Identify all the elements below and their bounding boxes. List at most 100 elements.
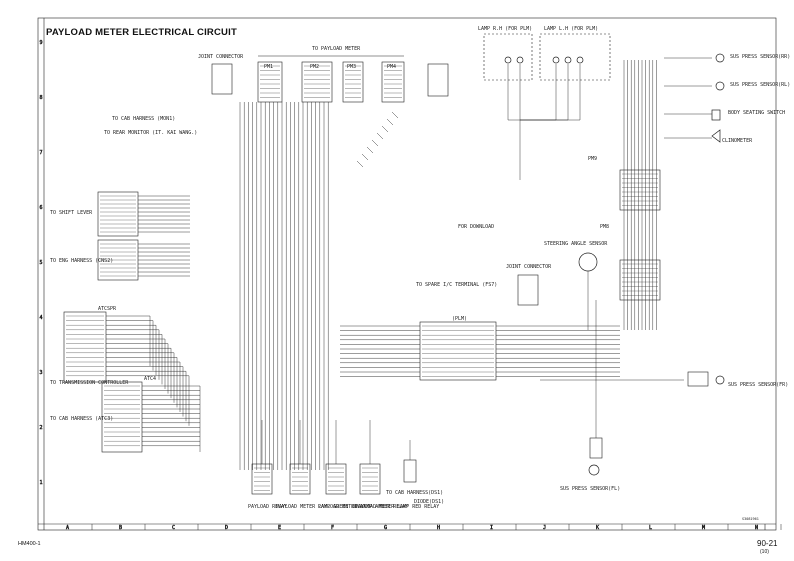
connector-plm bbox=[419, 321, 497, 381]
doc-code: HM400-1 bbox=[18, 541, 41, 547]
grid-row-label: 3 bbox=[40, 370, 43, 376]
relay-payload bbox=[251, 463, 273, 495]
clinometer-symbol bbox=[711, 129, 721, 143]
label-shift-lever: TO SHIFT LEVER bbox=[50, 210, 93, 216]
connector-pm1 bbox=[257, 61, 283, 103]
grid-col-label: M bbox=[702, 525, 705, 531]
label-payload-relay: PAYLOAD RELAY bbox=[248, 504, 287, 510]
sus-fl-symbol bbox=[588, 464, 600, 476]
frame-border bbox=[37, 17, 777, 531]
label-green-relay: PAYLOAD METER LAMP GREEN RELAY bbox=[276, 504, 366, 510]
drawing-id: S3081961 bbox=[742, 517, 759, 521]
label-cab-harness-mon: TO CAB HARNESS (MON1) bbox=[112, 116, 175, 122]
label-cab-harness-dr: TO CAB HARNESS(DS1) bbox=[386, 490, 443, 496]
label-pm4: PM4 bbox=[387, 64, 396, 70]
diode-box bbox=[403, 459, 417, 483]
wire-ladder bbox=[381, 125, 389, 133]
sus-rl-symbol bbox=[715, 81, 725, 91]
page-number: 90-21 bbox=[757, 539, 778, 548]
wire-ladder bbox=[376, 132, 384, 140]
connector-right-lower bbox=[619, 259, 661, 301]
grid-col-label: J bbox=[543, 525, 546, 531]
sus-fr-symbol bbox=[715, 375, 725, 385]
joint-connector-mid-box bbox=[517, 274, 539, 306]
connector-transmission bbox=[63, 311, 107, 383]
body-seating-switch-symbol bbox=[711, 109, 721, 121]
label-atc-spare: ATCSPR bbox=[98, 306, 117, 312]
lamp-symbol-4 bbox=[564, 56, 572, 64]
label-steering-sensor: STEERING ANGLE SENSOR bbox=[544, 241, 608, 247]
steering-sensor-symbol bbox=[578, 252, 598, 272]
lamp-symbol-1 bbox=[504, 56, 512, 64]
label-pm8: PM8 bbox=[600, 224, 609, 230]
grid-col-label: H bbox=[437, 525, 440, 531]
pin-rows bbox=[66, 65, 658, 491]
grid-col-label: D bbox=[225, 525, 228, 531]
wire-ladder bbox=[356, 160, 364, 168]
sus-rr-symbol bbox=[715, 53, 725, 63]
wire-ladder bbox=[391, 111, 399, 119]
grid-col-label: L bbox=[649, 525, 652, 531]
connector-atc bbox=[101, 381, 143, 453]
connector-shift-lever bbox=[97, 191, 139, 237]
connector-top-right bbox=[427, 63, 449, 97]
connector-pm4 bbox=[381, 61, 405, 103]
label-cab-harness-atc: TO CAB HARNESS (ATC3) bbox=[50, 416, 113, 422]
label-lamp-r: LAMP R.H (FOR PLM) bbox=[478, 26, 532, 32]
lamp-symbol-3 bbox=[552, 56, 560, 64]
grid-col-label: F bbox=[331, 525, 334, 531]
connector-right-upper bbox=[619, 169, 661, 211]
label-red-relay: PAYLOAD METER LAMP RED RELAY bbox=[355, 504, 439, 510]
label-plm: (PLM) bbox=[452, 316, 467, 322]
sus-sensor-fr-conn bbox=[687, 371, 709, 387]
label-payload-meter: TO PAYLOAD METER bbox=[312, 46, 361, 52]
relay-red bbox=[359, 463, 381, 495]
page-title: PAYLOAD METER ELECTRICAL CIRCUIT bbox=[46, 27, 237, 38]
label-amber-relay: PAYLOAD METER LAMP AMBER RELAY bbox=[318, 504, 408, 510]
label-joint-connector-top: JOINT CONNECTOR bbox=[198, 54, 244, 60]
label-sus-fl: SUS PRESS SENSOR(FL) bbox=[560, 486, 620, 492]
label-transmission: TO TRANSMISSION CONTROLLER bbox=[50, 380, 129, 386]
label-body-seating: BODY SEATING SWITCH bbox=[728, 110, 785, 116]
label-pm3: PM3 bbox=[347, 64, 356, 70]
grid-row-label: 5 bbox=[40, 260, 43, 266]
lamp-symbol-2 bbox=[516, 56, 524, 64]
wire-bundle bbox=[106, 57, 712, 470]
page-sub: (10) bbox=[760, 549, 769, 555]
wire-ladder bbox=[366, 146, 374, 154]
grid-col-label: N bbox=[755, 525, 758, 531]
lamp-symbol-5 bbox=[576, 56, 584, 64]
grid-row-label: 1 bbox=[40, 480, 43, 486]
sus-sensor-fl-conn bbox=[589, 437, 603, 459]
grid-col-label: A bbox=[66, 525, 69, 531]
label-spare-terminal: TO SPARE I/C TERMINAL (FS7) bbox=[416, 282, 497, 288]
grid-col-label: C bbox=[172, 525, 175, 531]
relay-amber bbox=[325, 463, 347, 495]
grid-row-label: 8 bbox=[40, 95, 43, 101]
grid-col-label: E bbox=[278, 525, 281, 531]
grid-row-label: 6 bbox=[40, 205, 43, 211]
wire-ladder bbox=[386, 118, 394, 126]
label-sus-rr: SUS PRESS SENSOR(RR) bbox=[730, 54, 790, 60]
grid-row-label: 9 bbox=[40, 40, 43, 46]
label-joint-connector-mid: JOINT CONNECTOR bbox=[506, 264, 552, 270]
grid-row-label: 7 bbox=[40, 150, 43, 156]
grid-row-label: 2 bbox=[40, 425, 43, 431]
grid-col-label: G bbox=[384, 525, 387, 531]
label-atc4: ATC4 bbox=[144, 376, 156, 382]
grid-col-label: K bbox=[596, 525, 599, 531]
label-clinometer: CLINOMETER bbox=[722, 138, 753, 144]
label-eng-harness: TO ENG HARNESS (CNS2) bbox=[50, 258, 113, 264]
grid-col-label: B bbox=[119, 525, 122, 531]
connector-pm2 bbox=[301, 61, 333, 103]
label-sus-rl: SUS PRESS SENSOR(RL) bbox=[730, 82, 790, 88]
grid-row-label: 4 bbox=[40, 315, 43, 321]
label-download: FOR DOWNLOAD bbox=[458, 224, 494, 230]
label-sus-fr: SUS PRESS SENSOR(FR) bbox=[728, 382, 788, 388]
label-diode: DIODE(DS1) bbox=[414, 499, 444, 505]
label-lamp-l: LAMP L.H (FOR PLM) bbox=[544, 26, 598, 32]
connector-pm3 bbox=[342, 61, 364, 103]
